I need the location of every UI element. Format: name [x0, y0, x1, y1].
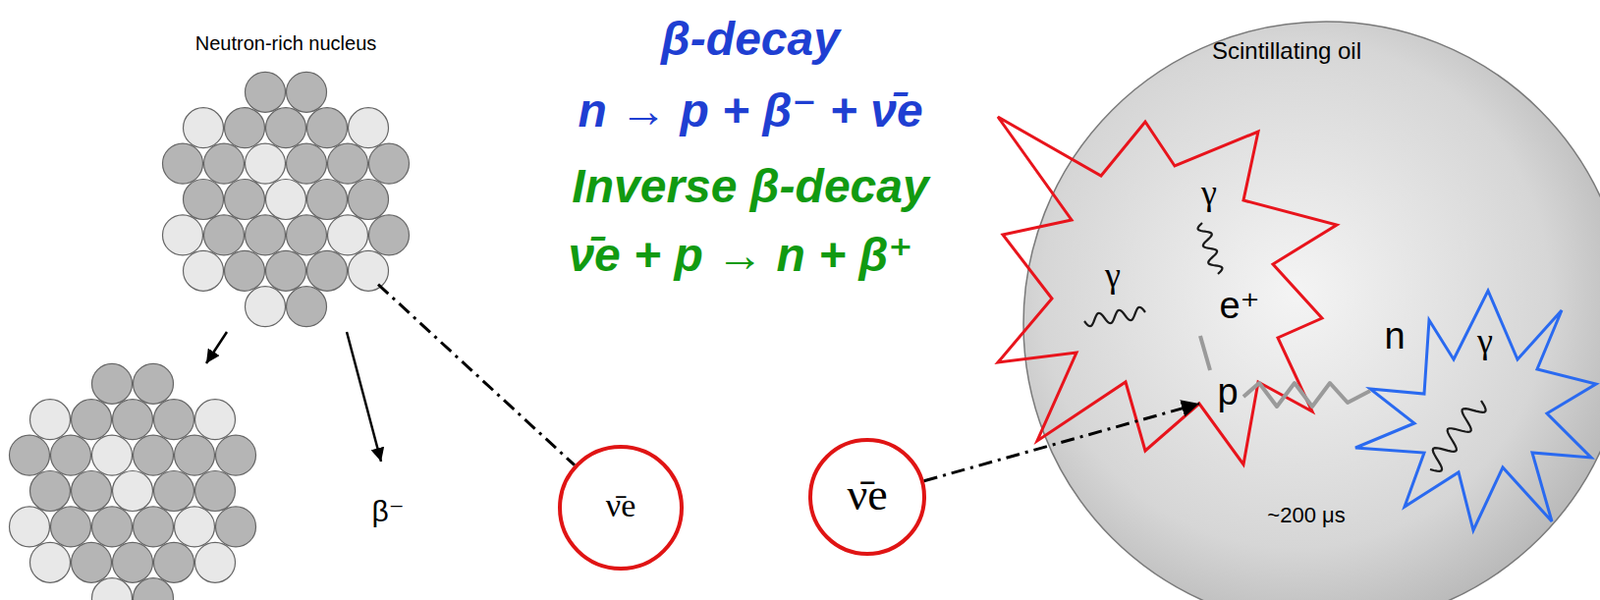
nucleon	[71, 471, 112, 512]
nucleon	[92, 435, 133, 476]
nucleon	[154, 542, 195, 583]
nucleon	[307, 179, 348, 221]
nucleon	[174, 506, 216, 548]
nucleon	[112, 471, 154, 512]
antineutrino-circle: ν̄e	[808, 438, 927, 556]
nucleon	[224, 250, 266, 291]
antineutrino-path	[378, 284, 575, 466]
nucleon	[286, 71, 328, 112]
antineutrino-circle: ν̄e	[557, 444, 684, 571]
nucleon	[133, 363, 174, 404]
decay-arrow	[206, 331, 227, 364]
nucleon	[133, 506, 174, 548]
nucleon	[348, 179, 389, 221]
nucleon	[195, 471, 236, 512]
nucleon	[92, 363, 133, 404]
nucleon	[133, 435, 174, 476]
nucleon	[266, 179, 307, 221]
nucleon	[9, 435, 51, 476]
gamma-wave	[1198, 222, 1223, 275]
nucleon	[51, 435, 92, 476]
nucleon	[245, 215, 286, 256]
nucleon	[266, 108, 307, 149]
nucleon	[348, 108, 389, 149]
gamma-symbol: γ	[1201, 173, 1217, 214]
nucleon	[71, 399, 112, 441]
nucleon	[204, 215, 245, 256]
nucleon	[245, 286, 286, 328]
nucleon	[133, 578, 174, 600]
positron-symbol: e⁺	[1218, 285, 1260, 328]
nucleon	[30, 471, 71, 512]
inverse-decay-equation: ν̄e + p → n + β⁺	[567, 229, 913, 282]
nucleon	[216, 435, 257, 476]
prompt-flash: γ γ e⁺	[997, 116, 1337, 465]
sphere-outline	[1023, 21, 1600, 600]
nucleus-caption: Neutron-rich nucleus	[195, 32, 378, 55]
gamma-symbol: γ	[1104, 256, 1121, 296]
particle-symbol: ν̄e	[846, 470, 887, 521]
nucleon	[245, 71, 286, 112]
nucleon	[348, 250, 389, 291]
starburst-outline	[997, 116, 1337, 465]
nucleon	[328, 143, 369, 184]
nucleon	[30, 542, 71, 583]
circle-outline	[559, 446, 682, 569]
daughter-nucleus	[9, 363, 257, 600]
particle-label: n	[1383, 316, 1405, 358]
nucleon	[112, 542, 154, 583]
nucleon	[245, 143, 286, 184]
nucleon	[183, 179, 224, 221]
nucleon	[30, 399, 71, 441]
nucleon	[183, 250, 224, 291]
parent-nucleus: Neutron-rich nucleus	[162, 71, 410, 328]
particle-symbol: ν̄e	[606, 487, 636, 524]
decay-equation: n → p + β⁻ + ν̄e	[577, 85, 923, 138]
nucleon	[154, 399, 195, 441]
particle-label: β⁻	[371, 495, 404, 528]
nucleon	[204, 143, 245, 184]
heading-inverse-decay: Inverse β-decay	[571, 161, 929, 214]
prompt-flash-outline	[997, 116, 1337, 465]
nucleon	[307, 250, 348, 291]
nucleon	[369, 215, 410, 256]
nucleon	[224, 108, 266, 149]
nucleon	[92, 578, 133, 600]
nucleon	[369, 143, 410, 184]
nucleon	[163, 143, 204, 184]
nucleon	[112, 399, 154, 441]
time-label: ~200 μs	[1267, 503, 1345, 528]
nucleon	[195, 542, 236, 583]
circle-outline	[810, 440, 925, 554]
heading-decay: β-decay	[661, 13, 840, 66]
antineutrino-path	[924, 403, 1200, 482]
nucleon	[183, 108, 224, 149]
nucleon	[266, 250, 307, 291]
starburst-outline	[1355, 290, 1597, 531]
parent-nucleus-outline	[162, 71, 410, 328]
detector-title: Scintillating oil	[1212, 38, 1362, 64]
nucleon	[71, 542, 112, 583]
nucleon	[9, 506, 51, 548]
beta-arrow	[346, 331, 382, 462]
gamma-symbol: γ	[1477, 322, 1493, 362]
nucleon	[51, 506, 92, 548]
nucleon	[154, 471, 195, 512]
positron-track	[1200, 335, 1211, 371]
gamma-wave	[1430, 400, 1487, 472]
nucleon	[286, 215, 328, 256]
nucleon	[195, 399, 236, 441]
nucleon	[174, 435, 216, 476]
nucleon	[328, 215, 369, 256]
nucleon	[216, 506, 257, 548]
nucleon	[307, 108, 348, 149]
nucleon	[92, 506, 133, 548]
nucleon	[286, 143, 328, 184]
gamma-wave	[1084, 307, 1146, 327]
particle-label: p	[1216, 372, 1238, 414]
nucleon	[286, 286, 328, 328]
neutron-track	[1243, 383, 1371, 407]
nucleon	[224, 179, 266, 221]
nucleon	[163, 215, 204, 256]
